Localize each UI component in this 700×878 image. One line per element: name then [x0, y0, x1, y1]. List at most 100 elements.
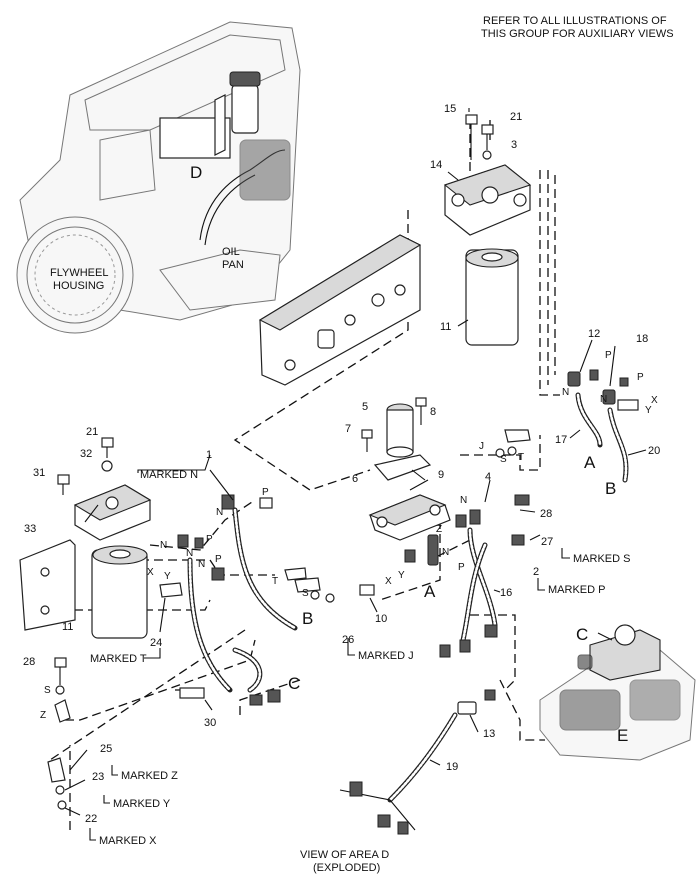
marked-x-label: MARKED X — [99, 835, 157, 847]
clip-25 — [47, 757, 66, 783]
part-number-33: 33 — [24, 523, 36, 535]
callout-c-right: C — [576, 625, 588, 644]
connector-z: Z — [40, 710, 46, 721]
part-number-8: 8 — [430, 406, 436, 418]
bolt-15 — [465, 114, 478, 160]
washer-3 — [482, 150, 492, 160]
washer-32 — [101, 460, 113, 472]
connector-s: S — [302, 588, 309, 599]
part-numbers: 15 21 3 14 11 12 18 17 20 8 5 7 6 9 4 28… — [23, 103, 660, 825]
part-number-3: 3 — [511, 139, 517, 151]
bolt-21-top — [481, 124, 494, 150]
connector-y: Y — [398, 570, 405, 581]
oil-pan-label: OIL — [222, 246, 240, 258]
part-number-11-left: 11 — [62, 621, 73, 633]
callout-c-left: C — [288, 674, 300, 693]
part-number-27: 27 — [541, 536, 553, 548]
part-number-4: 4 — [485, 471, 491, 483]
part-number-10: 10 — [375, 613, 387, 625]
gasket-6 — [373, 454, 432, 481]
hose-16-end-fittings — [439, 624, 498, 658]
washer-23 — [55, 785, 65, 795]
part-number-21-left: 21 — [86, 426, 98, 438]
bolt-28-lower — [54, 657, 67, 695]
clip-jst — [495, 429, 531, 458]
part-number-28: 28 — [540, 508, 552, 520]
callout-b-upper: B — [605, 479, 616, 498]
filter-base-14 — [443, 164, 532, 236]
marked-j-label: MARKED J — [358, 650, 414, 662]
connector-n: N — [216, 507, 223, 518]
center-fittings — [359, 494, 530, 596]
part-number-31: 31 — [33, 467, 45, 479]
connector-p: P — [262, 487, 269, 498]
part-number-13: 13 — [483, 728, 495, 740]
connector-n: N — [460, 495, 467, 506]
part-number-24: 24 — [150, 637, 162, 649]
part-number-21: 21 — [510, 111, 522, 123]
part-number-17: 17 — [555, 434, 567, 446]
connector-n: N — [442, 547, 449, 558]
connector-x: X — [651, 395, 658, 406]
part-number-22: 22 — [85, 813, 97, 825]
connector-s: S — [500, 454, 507, 465]
engine-inset: D FLYWHEEL HOUSING OIL PAN — [16, 21, 301, 334]
connector-p: P — [605, 350, 612, 361]
header-note-line1: REFER TO ALL ILLUSTRATIONS OF — [483, 15, 667, 27]
callout-e-right: E — [617, 726, 628, 745]
part-number-18: 18 — [636, 333, 648, 345]
connector-n: N — [562, 387, 569, 398]
flywheel-housing — [16, 216, 134, 334]
flywheel-housing-label-line2: HOUSING — [53, 280, 104, 292]
part-number-23: 23 — [92, 771, 104, 783]
part-number-32: 32 — [80, 448, 92, 460]
connector-p: P — [458, 562, 465, 573]
part-number-20: 20 — [648, 445, 660, 457]
connector-p: P — [637, 372, 644, 383]
head-9 — [368, 494, 451, 541]
connector-j: J — [479, 441, 484, 452]
connector-s: S — [44, 685, 51, 696]
part-number-5: 5 — [362, 401, 368, 413]
clip-26 — [294, 577, 335, 603]
marked-s-label: MARKED S — [573, 553, 630, 565]
part-number-11: 11 — [440, 321, 451, 333]
part-number-12: 12 — [588, 328, 600, 340]
upper-right-fittings — [567, 369, 639, 411]
connector-x: X — [385, 576, 392, 587]
left-fittings — [159, 494, 307, 598]
footer-caption-line1: VIEW OF AREA D — [300, 849, 389, 861]
hose-19-fittings — [339, 689, 496, 835]
filter-11-left — [91, 545, 148, 639]
mounting-bracket — [258, 234, 422, 386]
part-number-26: 26 — [342, 634, 354, 646]
callout-a-upper: A — [584, 453, 596, 472]
connector-letters: N P N P N P X Y J S T N Z X Y N P N P N … — [40, 350, 658, 721]
marked-n-label: MARKED N — [140, 469, 198, 481]
marked-t-label: MARKED T — [90, 653, 147, 665]
washer-22 — [57, 800, 67, 810]
connector-y: Y — [645, 405, 652, 416]
part-number-7: 7 — [345, 423, 351, 435]
callout-b-left: B — [302, 609, 313, 628]
callout-letters: A B A B C C E — [288, 453, 628, 745]
connector-n: N — [600, 394, 607, 405]
filter-11-top — [465, 248, 519, 346]
connector-t: T — [272, 576, 278, 587]
part-number-14: 14 — [430, 159, 442, 171]
connector-p: P — [215, 554, 222, 565]
connector-t: T — [518, 452, 524, 463]
part-number-25: 25 — [100, 743, 112, 755]
connector-y: Y — [164, 571, 171, 582]
valve-5 — [386, 403, 414, 458]
flywheel-housing-label: FLYWHEEL — [50, 267, 108, 279]
area-d-label: D — [190, 163, 202, 182]
marked-labels: MARKED N MARKED S MARKED P MARKED J MARK… — [90, 469, 630, 847]
footer-caption-line2: (EXPLODED) — [313, 862, 380, 874]
part-number-16: 16 — [500, 587, 512, 599]
marked-p-label: MARKED P — [548, 584, 605, 596]
connector-z: Z — [436, 524, 442, 535]
clip-z — [54, 699, 71, 723]
callout-a-center: A — [424, 582, 436, 601]
